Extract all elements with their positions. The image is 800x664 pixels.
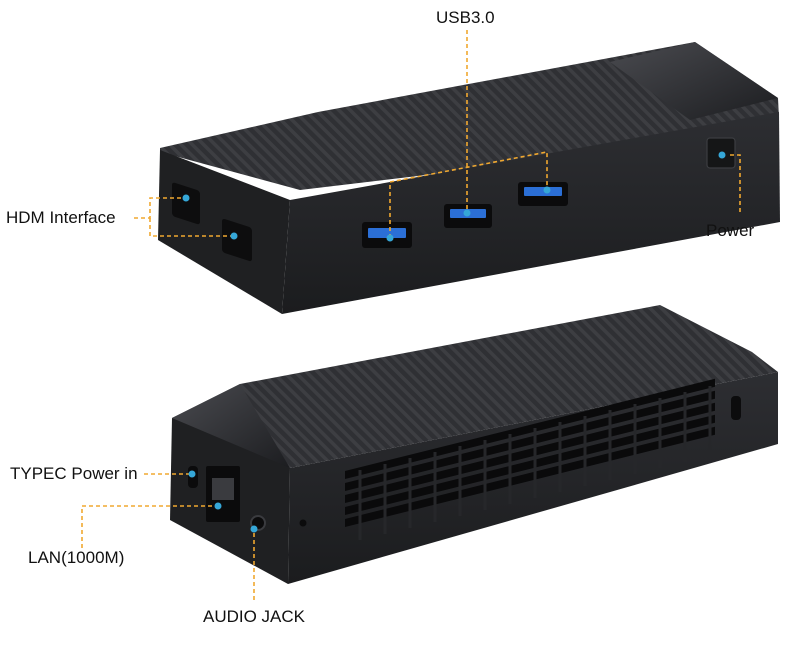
marker-power	[718, 151, 726, 159]
usb-port-3-tongue	[524, 187, 562, 196]
marker-hdmi-2	[230, 232, 238, 240]
callout-markers	[182, 151, 726, 533]
front-device-top-face	[160, 42, 779, 190]
marker-usb-left	[386, 234, 394, 242]
rear-device-top-face	[172, 305, 778, 468]
marker-lan	[214, 502, 222, 510]
callout-lines	[81, 30, 741, 600]
marker-usb-right	[543, 186, 551, 194]
vent-separators	[358, 386, 712, 540]
marker-audio	[250, 525, 258, 533]
marker-typec	[188, 470, 196, 478]
side-slot	[731, 396, 741, 420]
vent-grille	[345, 378, 715, 527]
hdmi-port-2	[222, 218, 252, 262]
label-lan: LAN(1000M)	[28, 548, 125, 567]
label-hdmi-interface: HDM Interface	[6, 208, 116, 227]
usb-port-1-tongue	[368, 228, 406, 238]
label-usb3: USB3.0	[436, 8, 495, 27]
marker-usb-center	[463, 209, 471, 217]
front-device-front-face	[282, 112, 780, 314]
label-typec-power-in: TYPEC Power in	[10, 464, 138, 483]
marker-hdmi-1	[182, 194, 190, 202]
hdmi-port-1	[172, 182, 200, 225]
label-power: Power	[706, 221, 755, 240]
rear-device	[170, 305, 778, 584]
reset-hole	[299, 519, 307, 527]
rear-device-gloss-corner	[172, 384, 290, 468]
front-device	[158, 42, 780, 314]
label-audio-jack: AUDIO JACK	[203, 607, 306, 626]
front-device-gloss-corner	[610, 42, 778, 120]
lan-port-inner	[212, 478, 234, 500]
